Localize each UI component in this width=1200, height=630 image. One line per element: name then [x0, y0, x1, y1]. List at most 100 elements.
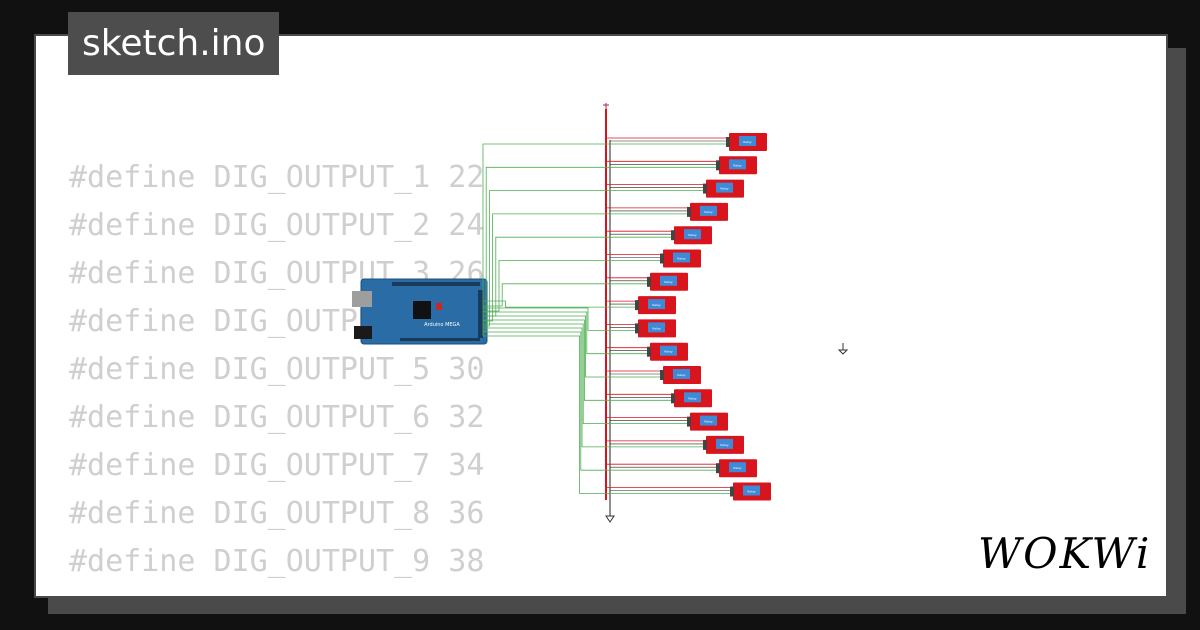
relay-pin-header — [726, 137, 730, 147]
relay-coil-icon — [684, 392, 701, 403]
relay-label: Relay — [677, 257, 685, 261]
logo-text: WOKWi — [978, 530, 1150, 578]
relay-coil-icon — [739, 136, 756, 146]
relay-module[interactable]: Relay — [716, 156, 757, 175]
signal-wire — [483, 319, 671, 401]
signal-wire — [483, 213, 687, 322]
relay-modules[interactable]: RelayRelayRelayRelayRelayRelayRelayRelay… — [635, 133, 771, 501]
relay-coil-icon — [729, 462, 746, 473]
code-line: #define DIG_OUTPUT_2 24 — [69, 208, 485, 243]
code-line: #define DIG_OUTPUT_9 38 — [69, 544, 485, 579]
relay-pin-header — [730, 486, 734, 497]
relay-label: Relay — [704, 420, 712, 424]
relay-coil-icon — [684, 229, 701, 240]
mcu-chip-icon — [413, 301, 431, 319]
power-jack-icon — [354, 326, 372, 339]
ground-symbol-icon — [837, 343, 849, 355]
signal-wire — [483, 300, 635, 308]
relay-label: Relay — [704, 210, 712, 214]
relay-coil-icon — [648, 299, 665, 310]
relay-label: Relay — [677, 373, 685, 377]
relay-label: Relay — [733, 163, 741, 167]
relay-module[interactable]: Relay — [730, 482, 771, 501]
relay-module[interactable]: Relay — [687, 202, 728, 221]
relay-coil-icon — [700, 205, 717, 216]
relay-label: Relay — [733, 466, 741, 470]
signal-wire — [483, 335, 730, 494]
relay-pin-header — [703, 439, 707, 450]
relay-coil-icon — [716, 182, 733, 193]
code-line: #define DIG_OUTPUT_10 40 — [69, 586, 502, 596]
signal-wire — [483, 315, 660, 378]
code-line: #define DIG_OUTPUT_1 22 — [69, 160, 485, 195]
relay-coil-icon — [729, 159, 746, 170]
relay-module[interactable]: Relay — [647, 272, 688, 291]
relay-pin-header — [635, 323, 639, 334]
relay-coil-icon — [673, 369, 690, 379]
relay-label: Relay — [652, 303, 660, 307]
signal-wire — [483, 166, 716, 332]
relay-pin-header — [716, 463, 720, 474]
signal-wire — [483, 307, 635, 331]
relay-module[interactable]: Relay — [660, 249, 701, 268]
code-preview: #define DIG_OUTPUT_1 22 #define DIG_OUTPU… — [69, 154, 502, 596]
reset-button-icon — [436, 303, 442, 310]
relay-coil-icon — [700, 415, 717, 426]
relay-pin-header — [716, 160, 720, 171]
relay-module[interactable]: Relay — [703, 435, 744, 454]
relay-label: Relay — [743, 140, 751, 144]
board-label: Arduino MEGA — [424, 322, 460, 328]
relay-module[interactable]: Relay — [635, 296, 676, 315]
relay-pin-header — [703, 183, 707, 194]
pin-header-bottom — [400, 338, 480, 341]
relay-label: Relay — [652, 326, 660, 330]
ground-symbol-icon — [605, 515, 615, 523]
relay-pin-header — [687, 416, 691, 427]
relay-coil-icon — [743, 485, 760, 496]
relay-pin-header — [660, 253, 664, 264]
relay-coil-icon — [648, 322, 665, 333]
relay-pin-header — [647, 346, 651, 357]
relay-module[interactable]: Relay — [687, 412, 728, 431]
relay-pin-header — [687, 206, 691, 217]
signal-wire — [483, 190, 703, 327]
signal-wire — [483, 311, 647, 355]
code-line: #define DIG_OUTPUT_8 36 — [69, 496, 485, 531]
relay-coil-icon — [716, 438, 733, 449]
code-line: #define DIG_OUTPUT_7 34 — [69, 448, 485, 483]
relay-pin-header — [671, 230, 675, 241]
relay-module[interactable]: Relay — [726, 133, 767, 151]
relay-label: Relay — [720, 443, 728, 447]
vcc-symbol-icon — [603, 103, 609, 109]
pin-header-top — [392, 282, 480, 286]
code-line: #define DIG_OUTPUT_5 30 — [69, 352, 485, 387]
arduino-mega-board[interactable]: Arduino MEGA — [352, 278, 488, 345]
relay-label: Relay — [720, 187, 728, 191]
relay-module[interactable]: Relay — [647, 342, 688, 361]
relay-module[interactable]: Relay — [671, 389, 712, 408]
signal-wire — [483, 331, 716, 471]
signal-wire — [483, 327, 703, 448]
relay-pin-header — [647, 276, 651, 287]
usb-connector-icon — [352, 291, 372, 307]
relay-module[interactable]: Relay — [635, 319, 676, 338]
relay-label: Relay — [664, 280, 672, 284]
wokwi-logo-art: WOKWi — [978, 530, 1150, 578]
code-line: #define DIG_OUTPUT_6 32 — [69, 400, 485, 435]
relay-module[interactable]: Relay — [703, 179, 744, 198]
signal-wire — [483, 260, 660, 312]
relay-coil-icon — [673, 252, 690, 263]
relay-module[interactable]: Relay — [716, 459, 757, 478]
pin-header-right — [478, 290, 483, 338]
relay-label: Relay — [688, 233, 696, 237]
code-line: #define DIG_OUTPUT_3 26 — [69, 256, 485, 291]
file-title: sketch.ino — [68, 12, 280, 75]
wires — [482, 137, 730, 494]
relay-coil-icon — [660, 275, 677, 286]
signal-wire — [483, 283, 647, 307]
relay-module[interactable]: Relay — [671, 226, 712, 245]
signal-wire — [483, 323, 687, 424]
relay-label: Relay — [664, 350, 672, 354]
relay-module[interactable]: Relay — [660, 366, 701, 384]
